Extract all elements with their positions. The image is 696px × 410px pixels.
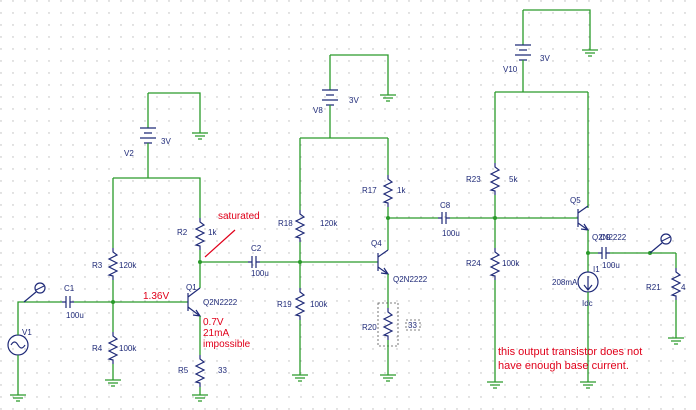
r17-label: R17 [362, 186, 377, 195]
r18-label: R18 [278, 219, 293, 228]
annotation-note-line2: have enough base current. [498, 360, 629, 372]
q1-label: Q1 [186, 283, 197, 292]
dc-battery-icon[interactable] [322, 89, 338, 106]
c9-value: 100u [602, 261, 620, 270]
c9-overlap: C9 [600, 233, 611, 242]
capacitor-c9[interactable] [598, 247, 610, 259]
r24-value: 100k [502, 259, 520, 268]
r5-label: R5 [178, 366, 189, 375]
r3-value: 120k [119, 261, 137, 270]
capacitor-c8[interactable] [438, 212, 450, 224]
r4-label: R4 [92, 344, 103, 353]
capacitor-c1[interactable] [62, 296, 74, 308]
stage-1: V1 C1 100u R3 120k R4 100k 3 [7, 92, 260, 402]
i1-label: I1 [593, 265, 600, 274]
r23-value: 5k [509, 175, 518, 184]
q4-type: Q2N2222 [393, 275, 428, 284]
v1-label: V1 [22, 328, 32, 337]
annotation-base-voltage: 1.36V [143, 291, 169, 302]
annotation-note-line1: this output transistor does not [498, 346, 642, 358]
stage-2: C2 100u 3V V8 R18 120k R19 100k R17 1k [200, 54, 428, 382]
c1-label: C1 [64, 284, 75, 293]
annotation-emitter-voltage: 0.7V [203, 317, 224, 328]
r20-value: 33 [408, 321, 417, 330]
i1-type: Idc [582, 299, 593, 308]
q5-label: Q5 [570, 196, 581, 205]
v2-value: 3V [161, 137, 171, 146]
r5-value: 33 [218, 366, 227, 375]
c2-value: 100u [251, 269, 269, 278]
q4-label: Q4 [371, 239, 382, 248]
r20-label: R20 [362, 323, 377, 332]
r2-value: 1k [208, 228, 217, 237]
c8-value: 100u [442, 229, 460, 238]
r4-value: 100k [119, 344, 137, 353]
v8-value: 3V [349, 96, 359, 105]
c2-label: C2 [251, 244, 262, 253]
r19-label: R19 [277, 300, 292, 309]
v10-label: V10 [503, 65, 518, 74]
v10-value: 3V [540, 54, 550, 63]
q1-type: Q2N2222 [203, 298, 238, 307]
v2-label: V2 [124, 149, 134, 158]
dc-battery-icon[interactable] [140, 127, 156, 144]
r3-label: R3 [92, 261, 103, 270]
r21-label: R21 [646, 283, 661, 292]
capacitor-c2[interactable] [248, 256, 260, 268]
stage-3: C8 100u 3V V10 R23 5k R24 100k [388, 9, 686, 389]
i1-value: 208mA [552, 278, 578, 287]
r23-label: R23 [466, 175, 481, 184]
r19-value: 100k [310, 300, 328, 309]
r18-value: 120k [320, 219, 338, 228]
annotation-emitter-current: 21mA [203, 328, 229, 339]
r2-label: R2 [177, 228, 188, 237]
r21-value: 4 [681, 283, 686, 292]
v8-label: V8 [313, 106, 323, 115]
dc-battery-icon[interactable] [515, 44, 531, 61]
annotation-saturated: saturated [218, 211, 260, 222]
r24-label: R24 [466, 259, 481, 268]
c8-label: C8 [440, 201, 451, 210]
q5-type: Q2N2222 [592, 233, 627, 242]
npn-transistor-q5[interactable] [577, 205, 590, 231]
annotation-impossible: impossible [203, 339, 251, 350]
r17-value: 1k [397, 186, 406, 195]
c1-value: 100u [66, 311, 84, 320]
